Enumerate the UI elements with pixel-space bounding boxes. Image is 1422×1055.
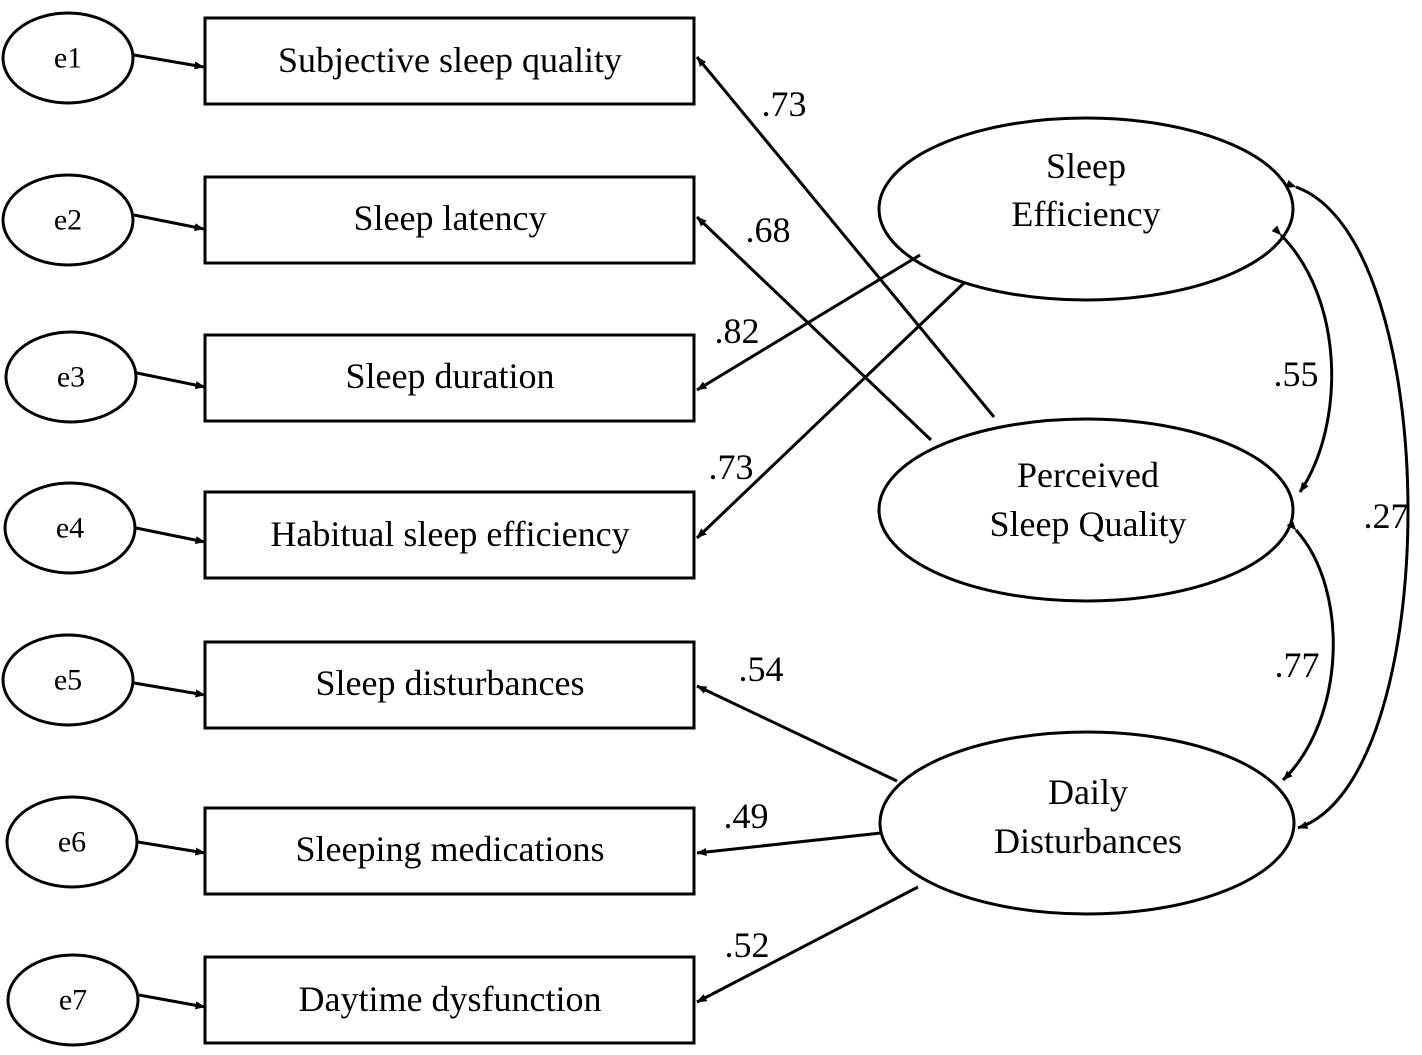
error-arrow-e2: [133, 213, 205, 232]
loading-value-sleeping-medications: .49: [724, 796, 769, 836]
loading-arrow-sleep-disturbances: [696, 684, 898, 783]
correlation-value-efficiency-daily: .27: [1364, 496, 1409, 536]
error-label-e3: e3: [57, 361, 85, 394]
error-label-e1: e1: [54, 42, 82, 75]
error-label-e7: e7: [59, 984, 87, 1017]
error-term-e3: [4, 330, 138, 424]
correlation-value-efficiency-perceived: .55: [1274, 354, 1319, 394]
error-term-e4: [3, 481, 137, 575]
loading-value-habitual-sleep-efficiency: .73: [709, 447, 754, 487]
error-label-e2: e2: [54, 204, 82, 237]
latent-label-sleep-efficiency-line1: Sleep: [1046, 146, 1126, 186]
loading-arrow-sleep-latency: [695, 215, 933, 442]
error-term-e6: [5, 795, 139, 889]
indicator-box-habitual-sleep-efficiency: [203, 490, 696, 580]
error-label-e4: e4: [56, 512, 84, 545]
error-term-e1: [1, 11, 135, 105]
loading-arrow-subjective-sleep-quality: [695, 56, 996, 418]
latent-label-perceived-line1: Perceived: [1017, 455, 1159, 495]
indicator-label-sleep-disturbances: Sleep disturbances: [316, 663, 585, 703]
loading-arrow-daytime-dysfunction: [696, 885, 919, 1004]
error-term-e2: [1, 173, 135, 267]
error-arrow-e3: [136, 371, 206, 390]
indicator-box-daytime-dysfunction: [203, 955, 696, 1045]
indicator-label-subjective-sleep-quality: Subjective sleep quality: [278, 40, 622, 80]
indicator-label-sleep-latency: Sleep latency: [354, 198, 547, 238]
indicator-label-daytime-dysfunction: Daytime dysfunction: [299, 979, 602, 1019]
indicator-label-habitual-sleep-efficiency: Habitual sleep efficiency: [270, 514, 629, 554]
indicator-label-sleeping-medications: Sleeping medications: [296, 829, 605, 869]
indicator-box-sleep-latency: [203, 175, 696, 265]
indicator-box-sleep-duration: [203, 333, 696, 423]
error-label-e5: e5: [54, 664, 82, 697]
correlation-value-perceived-daily: .77: [1275, 645, 1320, 685]
error-term-e5: [1, 633, 135, 727]
loading-arrow-sleep-duration: [696, 253, 921, 392]
indicator-box-sleep-disturbances: [203, 640, 696, 730]
error-label-e6: e6: [58, 826, 86, 859]
error-arrow-e7: [138, 993, 206, 1010]
loading-value-sleep-latency: .68: [746, 210, 791, 250]
loading-value-sleep-disturbances: .54: [739, 649, 784, 689]
error-arrow-e1: [133, 53, 205, 70]
error-arrow-e6: [137, 840, 206, 856]
indicator-box-sleeping-medications: [203, 806, 696, 896]
error-term-e7: [6, 953, 140, 1047]
latent-label-sleep-efficiency-line2: Efficiency: [1011, 194, 1160, 234]
correlation-arc-efficiency-daily: [1285, 180, 1410, 830]
error-arrow-e5: [133, 681, 206, 698]
latent-label-daily-line2: Disturbances: [994, 821, 1182, 861]
loading-value-subjective-sleep-quality: .73: [762, 84, 807, 124]
error-arrow-e4: [135, 526, 206, 545]
indicator-box-subjective-sleep-quality: [203, 16, 696, 106]
latent-label-daily-line1: Daily: [1048, 772, 1128, 812]
indicator-label-sleep-duration: Sleep duration: [346, 356, 555, 396]
loading-arrow-habitual-sleep-efficiency: [695, 281, 966, 540]
loading-value-sleep-duration: .82: [715, 311, 760, 351]
latent-label-perceived-line2: Sleep Quality: [990, 504, 1187, 544]
loading-arrow-sleeping-medications: [696, 831, 882, 856]
loading-value-daytime-dysfunction: .52: [725, 925, 770, 965]
